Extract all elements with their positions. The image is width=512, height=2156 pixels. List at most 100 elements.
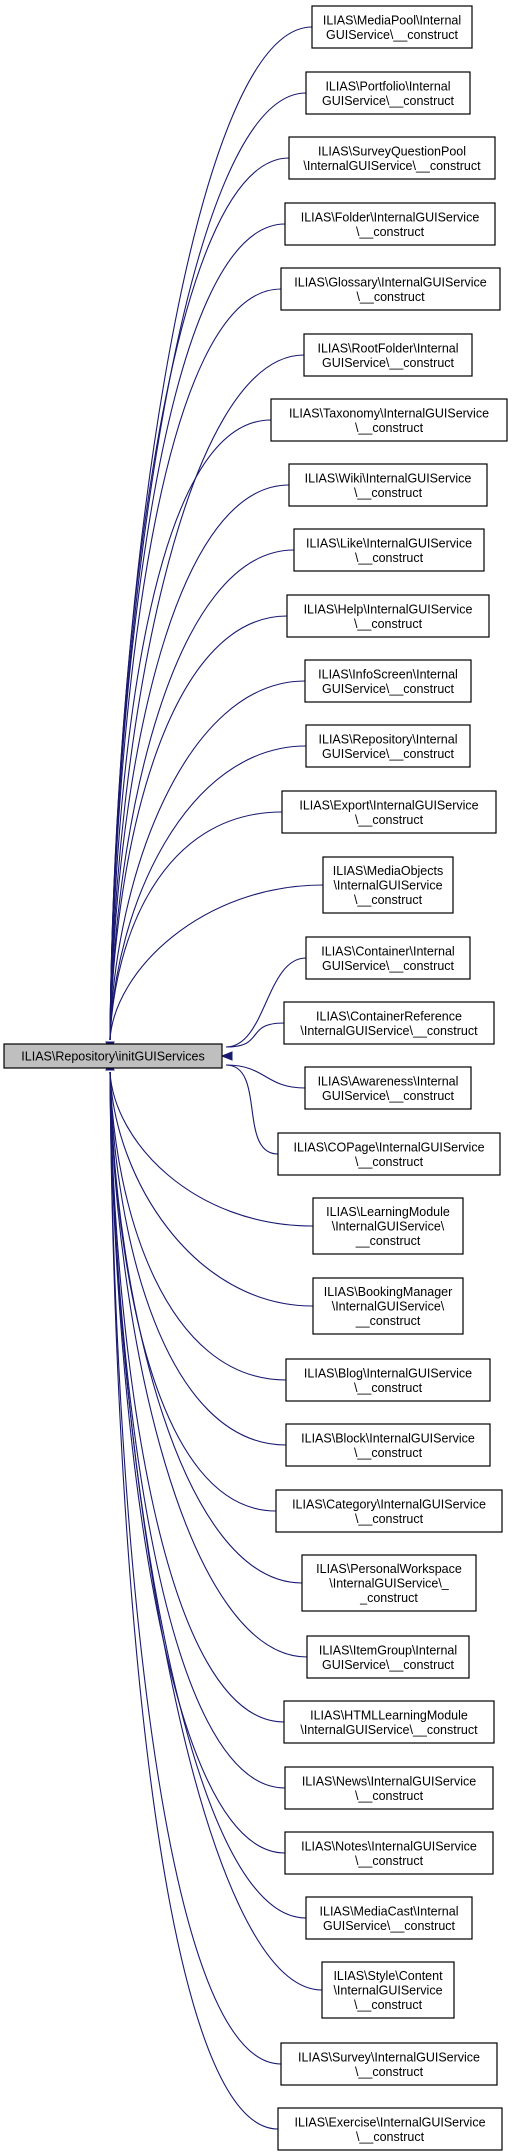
caller-node-box xyxy=(283,1001,495,1045)
caller-node-label: ILIAS\MediaObjects xyxy=(333,864,443,878)
caller-node-box xyxy=(305,1896,473,1940)
caller-node-label: GUIService\__construct xyxy=(322,747,455,761)
caller-node-label: \InternalGUIService xyxy=(333,1984,442,1998)
caller-node[interactable]: ILIAS\Exercise\InternalGUIService\__cons… xyxy=(277,2107,503,2151)
caller-node-label: \InternalGUIService\__construct xyxy=(300,1723,478,1737)
caller-node-box xyxy=(284,1831,494,1875)
call-edges xyxy=(105,26,324,2130)
call-edge xyxy=(109,1071,303,1584)
caller-node[interactable]: ILIAS\Help\InternalGUIService\__construc… xyxy=(286,594,490,638)
caller-node-box xyxy=(270,398,508,442)
caller-node[interactable]: ILIAS\COPage\InternalGUIService\__constr… xyxy=(277,1132,501,1176)
caller-node-box xyxy=(280,267,501,311)
caller-node[interactable]: ILIAS\MediaPool\InternalGUIService\__con… xyxy=(311,5,473,49)
caller-node-box xyxy=(285,1423,491,1467)
caller-node[interactable]: ILIAS\MediaObjects\InternalGUIService\__… xyxy=(322,856,454,914)
caller-node-label: ILIAS\Folder\InternalGUIService xyxy=(301,210,480,224)
caller-node-box xyxy=(293,528,485,572)
caller-node[interactable]: ILIAS\Container\InternalGUIService\__con… xyxy=(305,936,471,980)
caller-node-box xyxy=(305,724,471,768)
caller-node-label: GUIService\__construct xyxy=(322,1089,455,1103)
call-edge xyxy=(109,549,295,1041)
caller-node-label: ILIAS\Notes\InternalGUIService xyxy=(301,1839,477,1853)
caller-node-label: ILIAS\LearningModule xyxy=(326,1205,450,1219)
caller-node[interactable]: ILIAS\Notes\InternalGUIService\__constru… xyxy=(284,1831,494,1875)
caller-node-box xyxy=(275,1489,503,1533)
caller-node-box xyxy=(305,71,471,115)
caller-node-label: ILIAS\Awareness\Internal xyxy=(318,1074,459,1088)
caller-node-box xyxy=(321,1961,455,2019)
caller-node[interactable]: ILIAS\Blog\InternalGUIService\__construc… xyxy=(285,1358,491,1402)
caller-node[interactable]: ILIAS\BookingManager\InternalGUIService\… xyxy=(312,1277,464,1335)
caller-node[interactable]: ILIAS\Glossary\InternalGUIService\__cons… xyxy=(280,267,501,311)
caller-node-label: ILIAS\Exercise\InternalGUIService xyxy=(294,2115,485,2129)
caller-node[interactable]: ILIAS\Export\InternalGUIService\__constr… xyxy=(281,790,497,834)
caller-node-label: ILIAS\COPage\InternalGUIService xyxy=(293,1140,484,1154)
caller-node-label: \__construct xyxy=(354,486,423,500)
caller-node-label: ILIAS\Taxonomy\InternalGUIService xyxy=(289,406,489,420)
caller-node-box xyxy=(303,333,473,377)
caller-node[interactable]: ILIAS\MediaCast\InternalGUIService\__con… xyxy=(305,1896,473,1940)
caller-node-label: _construct xyxy=(359,1591,418,1605)
caller-node-box xyxy=(305,936,471,980)
caller-node-box xyxy=(322,856,454,914)
call-edge xyxy=(109,615,288,1041)
caller-node[interactable]: ILIAS\Repository\InternalGUIService\__co… xyxy=(305,724,471,768)
caller-node[interactable]: ILIAS\Block\InternalGUIService\__constru… xyxy=(285,1423,491,1467)
caller-node[interactable]: ILIAS\Awareness\InternalGUIService\__con… xyxy=(304,1066,472,1110)
caller-node-label: ILIAS\Category\InternalGUIService xyxy=(292,1497,486,1511)
call-edge xyxy=(109,1071,323,1991)
call-edge xyxy=(109,1071,279,2130)
caller-node[interactable]: ILIAS\Portfolio\InternalGUIService\__con… xyxy=(305,71,471,115)
caller-node-label: ILIAS\RootFolder\Internal xyxy=(317,341,458,355)
call-edge xyxy=(109,680,306,1041)
caller-node-box xyxy=(286,594,490,638)
caller-node[interactable]: ILIAS\LearningModule\InternalGUIService\… xyxy=(312,1197,464,1255)
caller-node[interactable]: ILIAS\Like\InternalGUIService\__construc… xyxy=(293,528,485,572)
caller-node-label: GUIService\__construct xyxy=(326,28,459,42)
caller-node-box xyxy=(312,1197,464,1255)
caller-node-label: ILIAS\Like\InternalGUIService xyxy=(306,536,472,550)
caller-node[interactable]: ILIAS\InfoScreen\InternalGUIService\__co… xyxy=(304,659,472,703)
caller-node[interactable]: ILIAS\Survey\InternalGUIService\__constr… xyxy=(280,2042,498,2086)
caller-node[interactable]: ILIAS\ItemGroup\InternalGUIService\__con… xyxy=(306,1635,470,1679)
caller-node-label: \__construct xyxy=(354,1381,423,1395)
caller-node-label: \__construct xyxy=(354,617,423,631)
caller-node-label: GUIService\__construct xyxy=(323,1919,456,1933)
caller-node-label: ILIAS\News\InternalGUIService xyxy=(302,1774,476,1788)
caller-node[interactable]: ILIAS\Taxonomy\InternalGUIService\__cons… xyxy=(270,398,508,442)
caller-node-box xyxy=(301,1554,477,1612)
caller-node[interactable]: ILIAS\Folder\InternalGUIService\__constr… xyxy=(284,202,496,246)
root-node[interactable]: ILIAS\Repository\initGUIServices xyxy=(3,1043,223,1069)
caller-node[interactable]: ILIAS\RootFolder\InternalGUIService\__co… xyxy=(303,333,473,377)
call-edge xyxy=(109,745,307,1041)
caller-node-label: ILIAS\Portfolio\Internal xyxy=(325,79,450,93)
caller-node[interactable]: ILIAS\ContainerReference\InternalGUIServ… xyxy=(283,1001,495,1045)
caller-node[interactable]: ILIAS\Category\InternalGUIService\__cons… xyxy=(275,1489,503,1533)
caller-node[interactable]: ILIAS\News\InternalGUIService\__construc… xyxy=(284,1766,494,1810)
call-edge xyxy=(109,1071,314,1307)
caller-node-label: \__construct xyxy=(354,1446,423,1460)
call-edge xyxy=(109,811,283,1041)
call-edge xyxy=(109,484,290,1041)
caller-node-label: ILIAS\SurveyQuestionPool xyxy=(318,144,466,158)
caller-node[interactable]: ILIAS\SurveyQuestionPool\InternalGUIServ… xyxy=(288,136,496,180)
root-node-box xyxy=(3,1043,223,1069)
caller-node-label: \InternalGUIService\_ xyxy=(329,1577,450,1591)
caller-node[interactable]: ILIAS\Style\Content\InternalGUIService\_… xyxy=(321,1961,455,2019)
caller-node-label: \__construct xyxy=(356,290,425,304)
caller-node-label: \__construct xyxy=(355,2065,424,2079)
caller-node-label: GUIService\__construct xyxy=(322,94,455,108)
caller-node[interactable]: ILIAS\PersonalWorkspace\InternalGUIServi… xyxy=(301,1554,477,1612)
caller-node-label: ILIAS\Block\InternalGUIService xyxy=(301,1431,475,1445)
caller-node[interactable]: ILIAS\Wiki\InternalGUIService\__construc… xyxy=(288,463,488,507)
caller-node-box xyxy=(280,2042,498,2086)
caller-node-box xyxy=(288,463,488,507)
caller-node[interactable]: ILIAS\HTMLLearningModule\InternalGUIServ… xyxy=(283,1700,495,1744)
caller-nodes: ILIAS\MediaPool\InternalGUIService\__con… xyxy=(270,5,508,2151)
caller-node-label: \__construct xyxy=(356,225,425,239)
caller-node-box xyxy=(281,790,497,834)
caller-node-label: ILIAS\HTMLLearningModule xyxy=(310,1708,468,1722)
call-edge xyxy=(109,1071,287,1381)
